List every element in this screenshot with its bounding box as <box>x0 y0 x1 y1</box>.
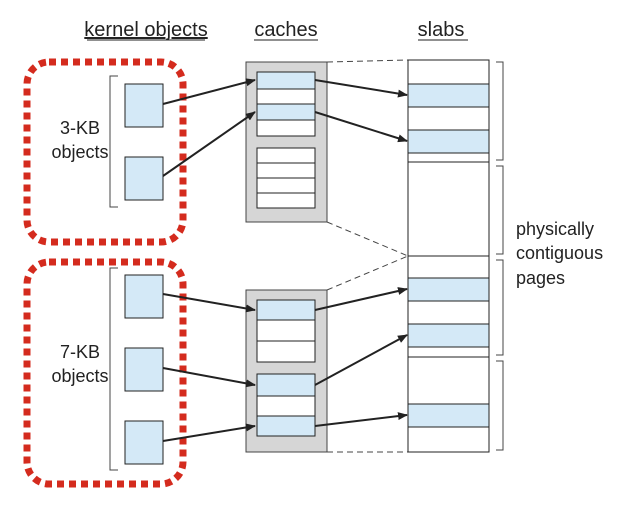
slabs-header: slabs <box>418 19 465 41</box>
cache-1-slab-a <box>256 71 316 137</box>
arrow-cache-slab-4 <box>314 334 408 386</box>
pages-label-line2: contiguous <box>516 243 603 263</box>
cache-2-slab-a <box>256 299 316 363</box>
kernel-objects-header: kernel objects <box>84 19 207 41</box>
object-3kb-1 <box>124 83 164 128</box>
dotted-border-3kb <box>23 58 187 246</box>
arrow-cache-slab-3 <box>314 287 408 311</box>
slabs-column <box>407 59 490 453</box>
arrow-obj-7kb-2 <box>162 367 256 388</box>
object-7kb-3 <box>124 420 164 465</box>
arrow-cache-slab-5 <box>314 412 408 427</box>
cache-1-slab-b <box>256 147 316 209</box>
cache-2-slab-b <box>256 373 316 437</box>
group-3kb-label-line2: objects <box>51 142 108 162</box>
group-3kb: 3-KB objects <box>23 58 187 246</box>
slab-block-2 <box>407 129 490 154</box>
object-3kb-2 <box>124 156 164 201</box>
slab-block-5 <box>407 403 490 428</box>
group-7kb-label-line1: 7-KB <box>60 342 100 362</box>
cache-1 <box>245 61 328 223</box>
group-3kb-label-line1: 3-KB <box>60 118 100 138</box>
group-7kb: 7-KB objects <box>23 258 187 488</box>
arrow-obj-3kb-1 <box>162 78 256 105</box>
cache-2 <box>245 289 328 453</box>
arrow-obj-7kb-1 <box>162 293 256 313</box>
object-7kb-1 <box>124 274 164 319</box>
object-7kb-2 <box>124 347 164 392</box>
group-7kb-label-line2: objects <box>51 366 108 386</box>
slab-block-3 <box>407 277 490 302</box>
arrow-obj-7kb-3 <box>162 423 256 442</box>
arrow-cache-slab-1 <box>314 79 408 98</box>
arrow-obj-3kb-2 <box>162 111 256 177</box>
pages-label-line1: physically <box>516 219 594 239</box>
dotted-border-7kb <box>23 258 187 488</box>
caches-header: caches <box>254 19 317 41</box>
slab-block-1 <box>407 83 490 108</box>
pages-label-line3: pages <box>516 268 565 288</box>
slab-block-4 <box>407 323 490 348</box>
arrow-cache-slab-2 <box>314 111 408 143</box>
